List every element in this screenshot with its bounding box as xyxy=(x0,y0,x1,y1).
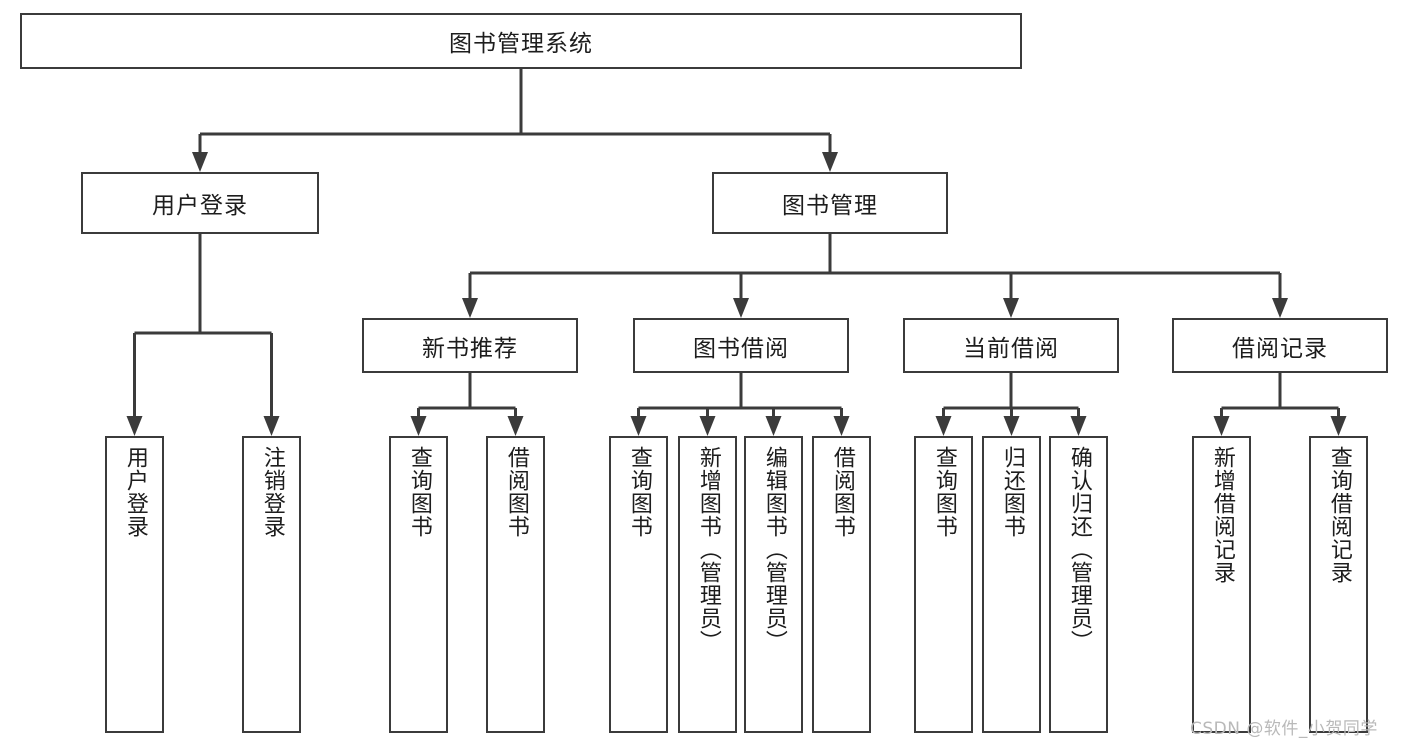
edge-arrowhead xyxy=(822,152,838,172)
node-leaf-cur-2[interactable]: 归还图书 xyxy=(982,436,1041,733)
edge-arrowhead xyxy=(192,152,208,172)
node-leaf-rec-2[interactable]: 查询借阅记录 xyxy=(1309,436,1368,733)
node-label: 借阅图书 xyxy=(503,446,529,538)
node-bookmgmt[interactable]: 图书管理 xyxy=(712,172,948,234)
node-label: 借阅记录 xyxy=(1232,335,1328,362)
node-label: 查询借阅记录 xyxy=(1326,446,1352,584)
edge-arrowhead xyxy=(263,416,280,436)
node-leaf-borrow-4[interactable]: 借阅图书 xyxy=(812,436,871,733)
node-leaf-cur-1[interactable]: 查询图书 xyxy=(914,436,973,733)
edge-arrowhead xyxy=(699,416,716,436)
node-records[interactable]: 借阅记录 xyxy=(1172,318,1388,373)
node-label: 新增图书（管理员） xyxy=(695,446,721,653)
node-leaf-rec-1[interactable]: 新增借阅记录 xyxy=(1192,436,1251,733)
edge-arrowhead xyxy=(410,416,427,436)
node-label: 图书借阅 xyxy=(693,335,789,362)
node-label: 归还图书 xyxy=(999,446,1025,538)
edge-arrowhead xyxy=(765,416,782,436)
node-leaf-borrow-2[interactable]: 新增图书（管理员） xyxy=(678,436,737,733)
edge-arrowhead xyxy=(935,416,952,436)
node-leaf-borrow-1[interactable]: 查询图书 xyxy=(609,436,668,733)
node-login[interactable]: 用户登录 xyxy=(81,172,319,234)
edge-arrowhead xyxy=(1213,416,1230,436)
edge-arrowhead xyxy=(1272,298,1288,318)
edge-arrowhead xyxy=(126,416,143,436)
watermark: CSDN @软件_小贺同学 xyxy=(1190,719,1378,739)
node-label: 用户登录 xyxy=(122,446,148,538)
node-label: 确认归还（管理员） xyxy=(1066,446,1092,653)
node-label: 新增借阅记录 xyxy=(1209,446,1235,584)
edge-arrowhead xyxy=(1070,416,1087,436)
node-root[interactable]: 图书管理系统 xyxy=(20,13,1022,69)
node-leaf-login-1[interactable]: 用户登录 xyxy=(105,436,164,733)
node-label: 图书管理系统 xyxy=(449,31,593,57)
node-label: 借阅图书 xyxy=(829,446,855,538)
edge-arrowhead xyxy=(507,416,524,436)
node-current[interactable]: 当前借阅 xyxy=(903,318,1119,373)
edge-arrowhead xyxy=(833,416,850,436)
node-label: 新书推荐 xyxy=(422,335,518,362)
node-label: 查询图书 xyxy=(931,446,957,538)
node-label: 图书管理 xyxy=(782,193,878,219)
node-leaf-borrow-3[interactable]: 编辑图书（管理员） xyxy=(744,436,803,733)
edge-arrowhead xyxy=(1003,298,1019,318)
edge-arrowhead xyxy=(733,298,749,318)
node-label: 编辑图书（管理员） xyxy=(761,446,787,653)
node-leaf-login-2[interactable]: 注销登录 xyxy=(242,436,301,733)
edge-arrowhead xyxy=(1003,416,1020,436)
node-newbooks[interactable]: 新书推荐 xyxy=(362,318,578,373)
node-leaf-cur-3[interactable]: 确认归还（管理员） xyxy=(1049,436,1108,733)
node-label: 查询图书 xyxy=(626,446,652,538)
node-label: 注销登录 xyxy=(259,446,285,538)
node-label: 查询图书 xyxy=(406,446,432,538)
node-leaf-new-2[interactable]: 借阅图书 xyxy=(486,436,545,733)
node-label: 当前借阅 xyxy=(963,335,1059,362)
node-label: 用户登录 xyxy=(152,193,248,219)
edge-arrowhead xyxy=(630,416,647,436)
node-leaf-new-1[interactable]: 查询图书 xyxy=(389,436,448,733)
node-borrow[interactable]: 图书借阅 xyxy=(633,318,849,373)
edge-arrowhead xyxy=(1330,416,1347,436)
edge-arrowhead xyxy=(462,298,478,318)
